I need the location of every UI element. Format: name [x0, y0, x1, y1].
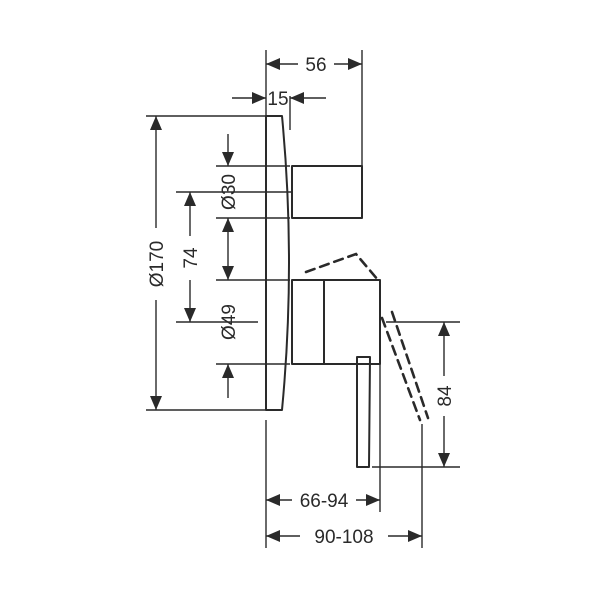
dim-depth-top-label: 56 [305, 55, 326, 76]
mixer-outline [265, 115, 430, 468]
extension-lines [146, 50, 460, 548]
dim-lever-length-label: 84 [435, 385, 456, 407]
dim-handle-diameter: Ø49 [219, 232, 240, 398]
handle-body [291, 279, 381, 365]
dim-range-outer-label: 90-108 [314, 527, 373, 548]
dim-range-inner: 66-94 [266, 491, 380, 512]
dim-plate-diameter: Ø170 [147, 116, 168, 410]
dim-spacing: 74 [181, 192, 202, 322]
dim-range-outer: 90-108 [266, 527, 422, 548]
dim-spacing-label: 74 [181, 247, 202, 269]
lever [356, 356, 371, 468]
dim-plate-diameter-label: Ø170 [147, 241, 168, 287]
dim-plate-thickness: 15 [232, 89, 326, 110]
dim-range-inner-label: 66-94 [300, 491, 349, 512]
dim-diverter-diameter-label: Ø30 [219, 174, 240, 210]
dim-plate-thickness-label: 15 [267, 89, 288, 110]
diverter-knob [291, 165, 363, 219]
dim-depth-top: 56 [266, 55, 362, 76]
dim-handle-diameter-label: Ø49 [219, 304, 240, 340]
dim-lever-length: 84 [435, 322, 456, 467]
cover-plate [265, 115, 290, 411]
lever-alt-position-arm [380, 310, 430, 422]
dim-diverter-diameter: Ø30 [219, 134, 240, 232]
lever-alt-position [304, 252, 380, 282]
